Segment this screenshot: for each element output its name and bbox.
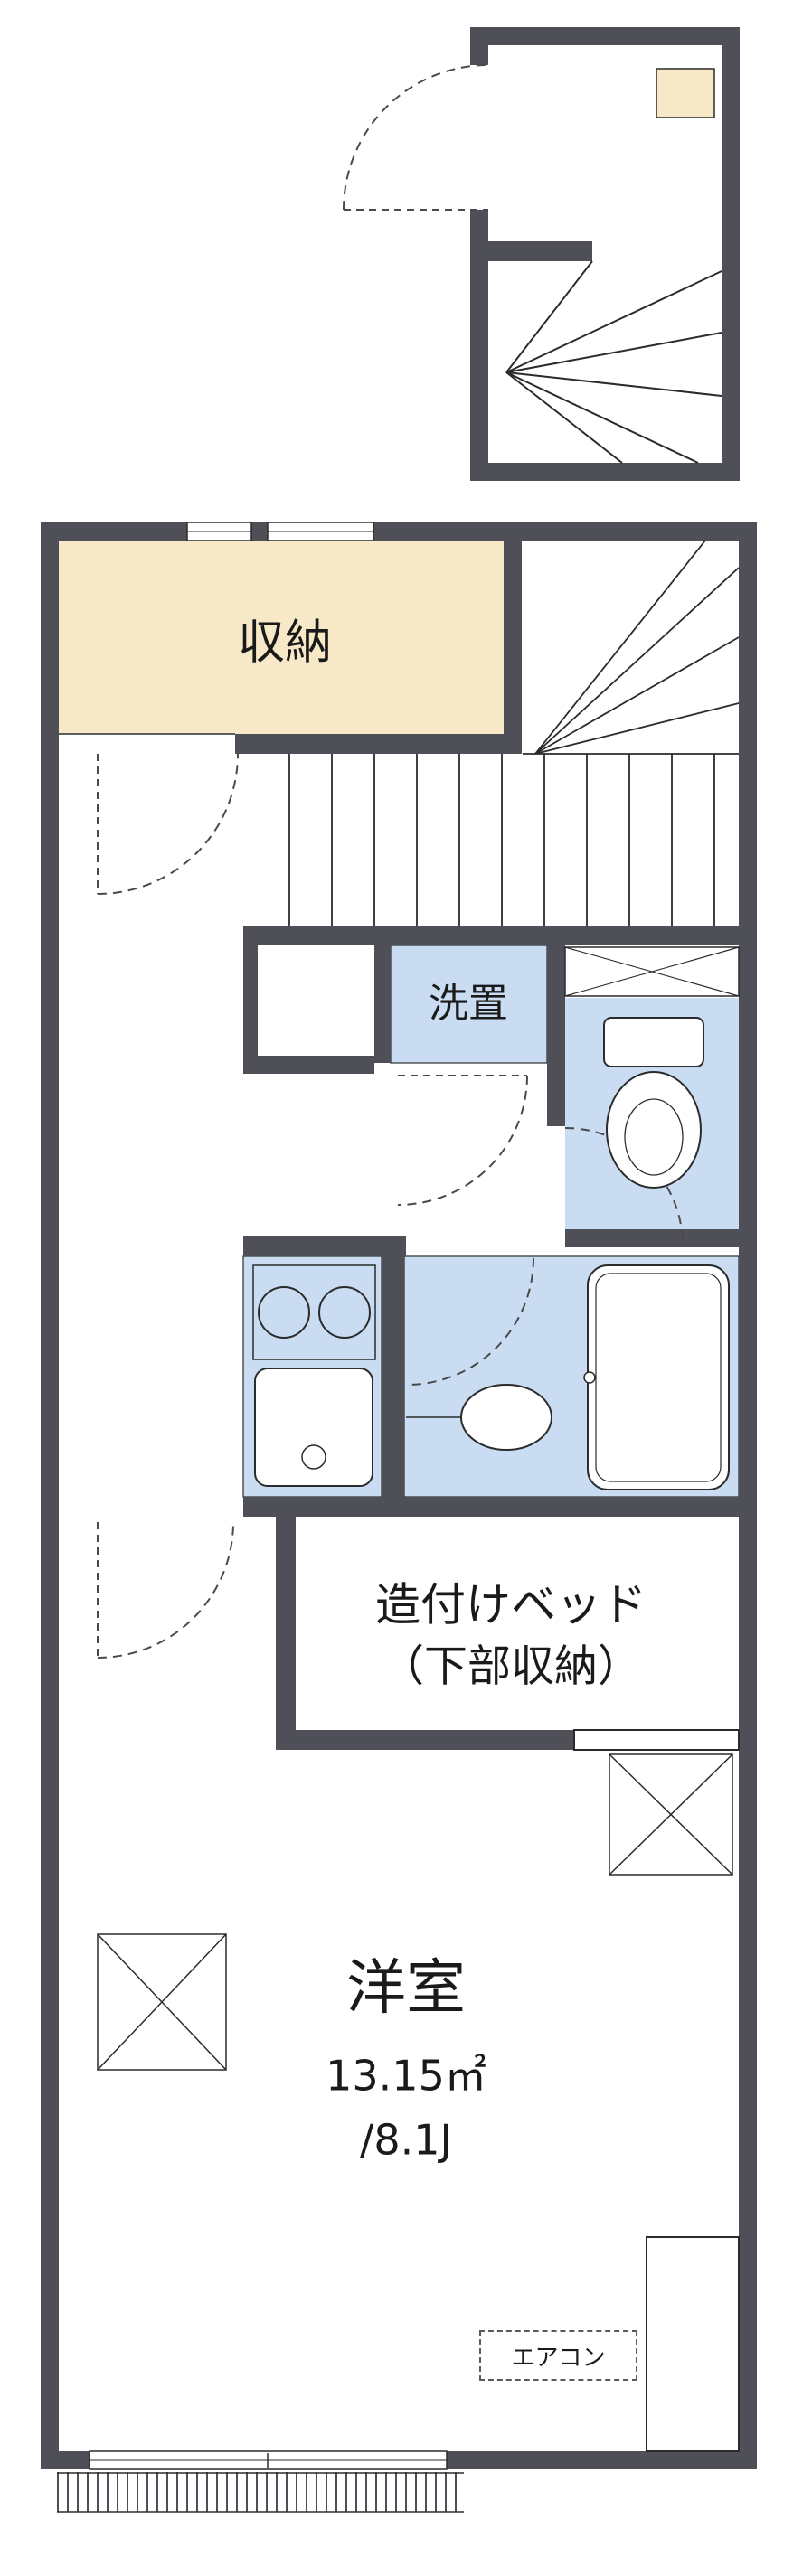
aircon-label: エアコン (511, 2344, 606, 2372)
bathtub (583, 1264, 730, 1490)
straight-stairs (288, 754, 715, 926)
closet-label: 収納 (237, 616, 333, 671)
laundry-label: 洗置 (429, 980, 508, 1027)
stove-burners (252, 1264, 376, 1360)
window-bottom (89, 2450, 448, 2470)
winder-stairs (523, 540, 740, 755)
kitchen-sink (254, 1368, 373, 1487)
room-label: 洋室 (346, 1952, 466, 2023)
corner-storage (646, 2236, 740, 2452)
shoe-cabinet (656, 68, 715, 118)
window-top-left (186, 522, 252, 541)
wash-basin (406, 1384, 552, 1451)
bed-label-line1: 造付けベッド (375, 1578, 647, 1631)
closet-door-arc (97, 753, 239, 895)
room-area-sqm: 13.15㎡ (326, 2051, 486, 2101)
entry-block-walls (470, 27, 740, 481)
shelf-crossbox (564, 946, 740, 997)
fridge-space (609, 1753, 733, 1876)
unit-walls (41, 522, 757, 2469)
bath-door-arc (406, 1257, 534, 1386)
bed-front-panel (573, 1729, 740, 1751)
room-area-jo: /8.1J (359, 2115, 453, 2165)
aircon-slot: エアコン (479, 2330, 637, 2381)
bed-label-line2: （下部収納） (380, 1641, 642, 1692)
window-top-right (267, 522, 374, 541)
porch-hatch (57, 2472, 464, 2513)
entry-door-arc (343, 64, 489, 211)
bedroom-door-arc (97, 1521, 234, 1659)
laundry-door-arc (397, 1075, 528, 1206)
closet-area (59, 541, 504, 734)
cross-box (97, 1933, 227, 2071)
entry-winder-stairs (505, 260, 722, 464)
toilet-fixture (603, 1017, 704, 1189)
